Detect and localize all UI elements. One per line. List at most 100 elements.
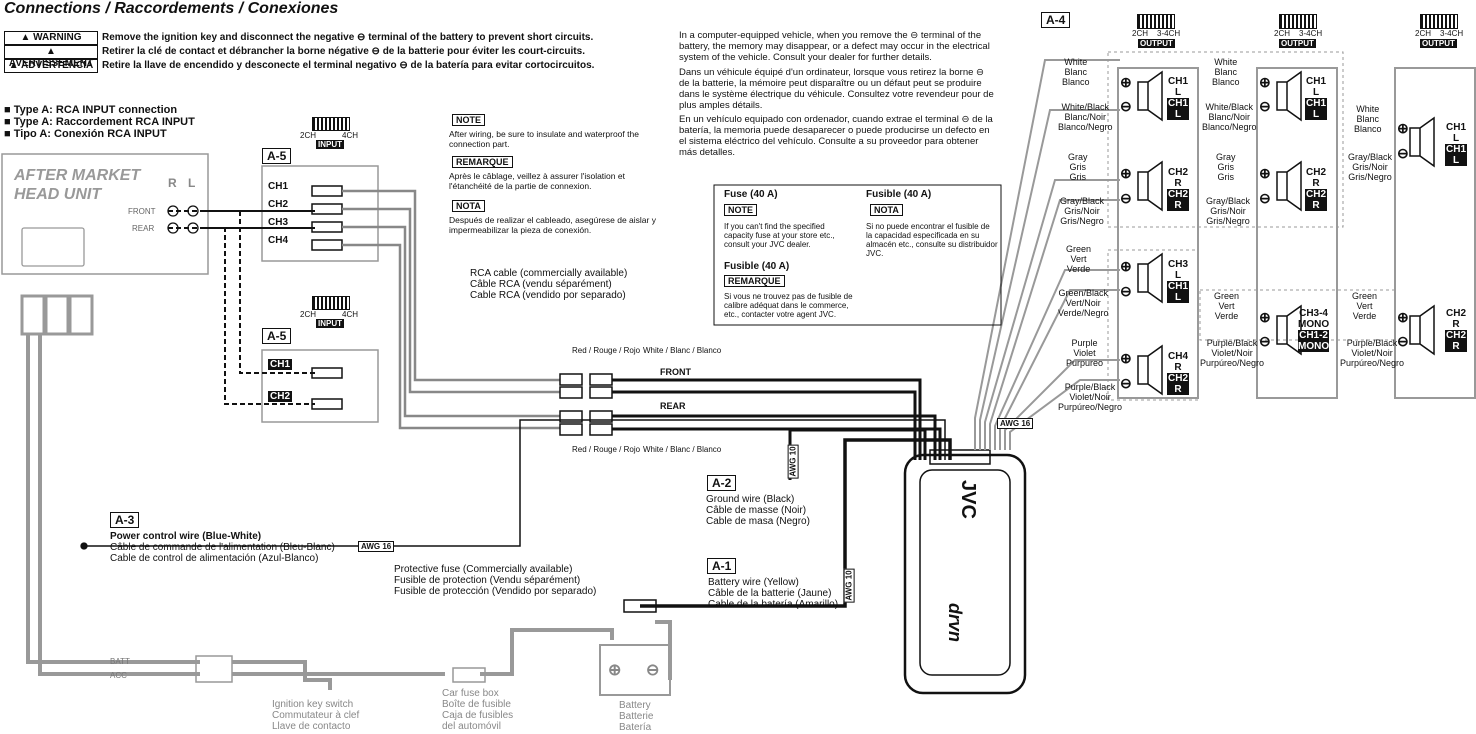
output-2-4ch: 3-4CH: [1299, 29, 1323, 38]
output-switch-3: [1420, 14, 1458, 29]
minus-icon: ⊖: [1259, 333, 1271, 349]
fusible-fr-text: Si vous ne trouvez pas de fusible de cal…: [724, 292, 853, 319]
plus-icon: ⊕: [1120, 165, 1132, 181]
a3-label: Power control wire (Blue-White)Câble de …: [110, 531, 335, 564]
minus-icon: ⊖: [1120, 98, 1132, 114]
a4-awg: AWG 16: [997, 418, 1034, 429]
output-2-label: OUTPUT: [1279, 39, 1316, 48]
a5-top-switch-2ch: 2CH: [300, 131, 317, 140]
output-1-label: OUTPUT: [1138, 39, 1175, 48]
a5-top-input: INPUT: [316, 140, 344, 149]
protective-fuse-label: Protective fuse (Commercially available)…: [394, 564, 597, 597]
a5-bottom-ch1: CH1: [268, 359, 293, 370]
output-1-4ch: 3-4CH: [1157, 29, 1181, 38]
a5-bottom-switch-2ch: 2CH: [300, 310, 317, 319]
a2-tag: A-2: [707, 475, 737, 491]
plus-icon: ⊕: [1397, 309, 1409, 325]
note-text: After wiring, be sure to insulate and wa…: [449, 129, 639, 149]
plus-icon: ⊕: [1120, 350, 1132, 366]
rear-label: REAR: [132, 224, 155, 233]
a5-top-tag: A-5: [262, 148, 292, 164]
output-switch-1: [1137, 14, 1175, 29]
minus-icon: ⊖: [1120, 375, 1132, 391]
head-unit-l: L: [188, 176, 196, 190]
a3-tag: A-3: [110, 512, 140, 528]
nota-tag: NOTA: [452, 200, 485, 212]
type-line-fr: ■ Type A: Raccordement RCA INPUT: [4, 116, 195, 128]
avertissement-tag: ▲ AVERTISSEMENT: [4, 45, 98, 69]
rca-white-bottom: White / Blanc / Blanco: [643, 445, 722, 454]
rca-white-top: White / Blanc / Blanco: [643, 346, 722, 355]
remarque-text: Après le câblage, veillez à assurer l'is…: [449, 171, 625, 191]
advertencia-tag: ▲ ADVERTENCIA: [4, 59, 98, 73]
minus-icon: ⊖: [1259, 190, 1271, 206]
output-3-label: OUTPUT: [1420, 39, 1457, 48]
a2-awg: AWG 10: [787, 444, 799, 479]
warning-text: Remove the ignition key and disconnect t…: [102, 32, 594, 43]
fusible-es-title: Fusible (40 A): [866, 189, 932, 200]
plus-icon: ⊕: [1120, 74, 1132, 90]
plus-icon: ⊕: [1259, 74, 1271, 90]
computer-warning-en: In a computer-equipped vehicle, when you…: [679, 30, 990, 63]
output-3-4ch: 3-4CH: [1440, 29, 1464, 38]
warning-tag: ▲ WARNING: [4, 31, 98, 45]
minus-icon: ⊖: [1120, 283, 1132, 299]
a4-tag: A-4: [1041, 12, 1071, 28]
minus-icon: ⊖: [1397, 145, 1409, 161]
a5-ch2: CH2: [268, 199, 289, 210]
a1-label: Battery wire (Yellow)Câble de la batteri…: [708, 577, 839, 610]
batt-label: BATT: [110, 657, 130, 666]
a5-bottom-tag: A-5: [262, 328, 292, 344]
rca-rear: REAR: [660, 401, 686, 411]
a5-ch1: CH1: [268, 181, 289, 192]
rca-cable-label: RCA cable (commercially available)Câble …: [470, 268, 628, 301]
plus-icon: ⊕: [1120, 258, 1132, 274]
fusible-fr-tag: REMARQUE: [724, 275, 785, 287]
remarque-tag: REMARQUE: [452, 156, 513, 168]
nota-text: Después de realizar el cableado, asegúre…: [449, 215, 656, 235]
a5-bottom-ch2: CH2: [268, 391, 293, 402]
fusible-es-text: Si no puede encontrar el fusible de la c…: [866, 222, 998, 258]
acc-label: ACC: [110, 671, 127, 680]
type-line-es: ■ Tipo A: Conexión RCA INPUT: [4, 128, 167, 140]
a3-awg: AWG 16: [358, 541, 395, 552]
note-tag: NOTE: [452, 114, 486, 126]
a5-top-switch-4ch: 4CH: [342, 131, 359, 140]
a5-bottom-switch-4ch: 4CH: [342, 310, 359, 319]
computer-warning-es: En un vehículo equipado con ordenador, c…: [679, 114, 993, 158]
front-label: FRONT: [128, 207, 156, 216]
minus-icon: ⊖: [1120, 190, 1132, 206]
a5-ch4: CH4: [268, 235, 289, 246]
battery-plus-icon: ⊕: [608, 662, 622, 679]
a5-ch3: CH3: [268, 217, 289, 228]
a5-bottom-input: INPUT: [316, 319, 344, 328]
minus-icon: ⊖: [1259, 98, 1271, 114]
computer-warning-fr: Dans un véhicule équipé d'un ordinateur,…: [679, 67, 994, 111]
battery-minus-icon: ⊖: [646, 662, 660, 679]
output-1-2ch: 2CH: [1132, 29, 1149, 38]
